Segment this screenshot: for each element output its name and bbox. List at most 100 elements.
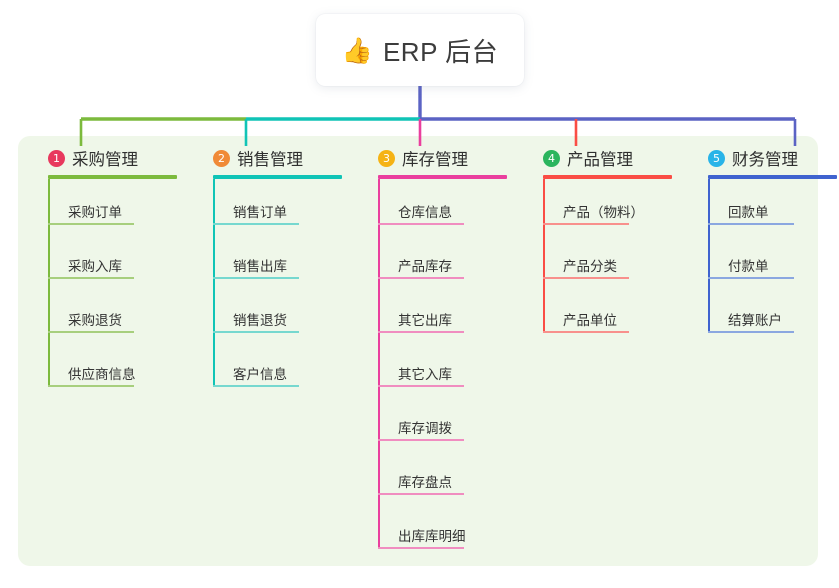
list-item[interactable]: 客户信息 <box>213 341 357 395</box>
list-item-label: 供应商信息 <box>68 366 136 382</box>
column-spine-line <box>378 178 380 549</box>
list-item[interactable]: 结算账户 <box>708 287 839 341</box>
list-item[interactable]: 其它出库 <box>378 287 522 341</box>
list-item-underline <box>213 222 299 225</box>
list-item-label: 回款单 <box>728 204 769 220</box>
column-title: 库存管理 <box>402 151 468 169</box>
column-header-underline <box>48 175 177 179</box>
column-spine-line <box>708 178 710 333</box>
root-node-card[interactable]: 👍 ERP 后台 <box>316 14 524 86</box>
column-header-underline <box>543 175 672 179</box>
list-item-underline <box>708 330 794 333</box>
column-header-1[interactable]: 1 采购管理 <box>32 146 192 170</box>
list-item-underline <box>213 384 299 387</box>
list-item-label: 结算账户 <box>728 312 782 328</box>
list-item[interactable]: 库存调拨 <box>378 395 522 449</box>
list-item[interactable]: 仓库信息 <box>378 179 522 233</box>
column-number-badge: 1 <box>48 149 65 167</box>
list-item[interactable]: 库存盘点 <box>378 449 522 503</box>
column-header-underline <box>213 175 342 179</box>
list-item[interactable]: 采购订单 <box>48 179 192 233</box>
list-item-label: 库存盘点 <box>398 474 452 490</box>
list-item-underline <box>378 276 464 279</box>
column-1: 1 采购管理采购订单采购入库采购退货供应商信息 <box>32 146 192 395</box>
column-title: 采购管理 <box>72 151 138 169</box>
list-item[interactable]: 销售退货 <box>213 287 357 341</box>
list-item-label: 产品（物料） <box>563 204 644 220</box>
list-item-label: 采购入库 <box>68 258 122 274</box>
list-item-underline <box>378 492 464 495</box>
list-item-underline <box>378 330 464 333</box>
list-item[interactable]: 出库库明细 <box>378 503 522 557</box>
list-item-label: 客户信息 <box>233 366 287 382</box>
column-header-underline <box>708 175 837 179</box>
list-item-underline <box>48 276 134 279</box>
column-number-badge: 3 <box>378 149 395 167</box>
list-item-label: 产品分类 <box>563 258 617 274</box>
column-title: 销售管理 <box>237 151 303 169</box>
root-node-title: ERP 后台 <box>382 36 499 67</box>
list-item[interactable]: 产品分类 <box>543 233 687 287</box>
list-item[interactable]: 供应商信息 <box>48 341 192 395</box>
list-item-label: 销售退货 <box>233 312 287 328</box>
column-header-5[interactable]: 5 财务管理 <box>692 146 839 170</box>
list-item-underline <box>213 330 299 333</box>
list-item-underline <box>378 222 464 225</box>
root-node-content: 👍 ERP 后台 <box>342 32 498 69</box>
list-item-underline <box>48 222 134 225</box>
list-item-label: 采购退货 <box>68 312 122 328</box>
list-item-underline <box>543 276 629 279</box>
column-5: 5 财务管理回款单付款单结算账户 <box>692 146 839 341</box>
column-number-badge: 2 <box>213 149 230 167</box>
list-item[interactable]: 销售订单 <box>213 179 357 233</box>
list-item-underline <box>543 330 629 333</box>
list-item-underline <box>213 276 299 279</box>
list-item-underline <box>48 384 134 387</box>
column-header-3[interactable]: 3 库存管理 <box>362 146 522 170</box>
column-items-list: 产品（物料） 产品分类产品单位 <box>543 178 687 341</box>
list-item-underline <box>378 438 464 441</box>
list-item-label: 销售出库 <box>233 258 287 274</box>
list-item[interactable]: 采购入库 <box>48 233 192 287</box>
column-header-2[interactable]: 2 销售管理 <box>197 146 357 170</box>
list-item-underline <box>543 222 629 225</box>
column-spine-line <box>48 178 50 387</box>
list-item[interactable]: 付款单 <box>708 233 839 287</box>
list-item-label: 其它出库 <box>398 312 452 328</box>
list-item-label: 库存调拨 <box>398 420 452 436</box>
list-item-label: 出库库明细 <box>398 528 466 544</box>
list-item[interactable]: 产品库存 <box>378 233 522 287</box>
column-number-badge: 5 <box>708 149 725 167</box>
column-title: 财务管理 <box>732 151 798 169</box>
column-spine-line <box>543 178 545 333</box>
column-2: 2 销售管理销售订单销售出库销售退货客户信息 <box>197 146 357 395</box>
column-items-list: 回款单付款单结算账户 <box>708 178 839 341</box>
list-item-label: 销售订单 <box>233 204 287 220</box>
list-item[interactable]: 销售出库 <box>213 233 357 287</box>
list-item-underline <box>48 330 134 333</box>
column-3: 3 库存管理仓库信息产品库存其它出库其它入库库存调拨库存盘点出库库明细 <box>362 146 522 557</box>
list-item-underline <box>708 222 794 225</box>
list-item-label: 仓库信息 <box>398 204 452 220</box>
column-items-list: 采购订单采购入库采购退货供应商信息 <box>48 178 192 395</box>
column-items-list: 仓库信息产品库存其它出库其它入库库存调拨库存盘点出库库明细 <box>378 178 522 557</box>
column-title: 产品管理 <box>567 151 633 169</box>
column-number-badge: 4 <box>543 149 560 167</box>
column-items-list: 销售订单销售出库销售退货客户信息 <box>213 178 357 395</box>
list-item[interactable]: 其它入库 <box>378 341 522 395</box>
column-4: 4 产品管理产品（物料） 产品分类产品单位 <box>527 146 687 341</box>
list-item-underline <box>378 546 464 549</box>
list-item-underline <box>708 276 794 279</box>
column-header-4[interactable]: 4 产品管理 <box>527 146 687 170</box>
list-item[interactable]: 产品（物料） <box>543 179 687 233</box>
list-item-label: 其它入库 <box>398 366 452 382</box>
thumbs-up-icon: 👍 <box>341 35 373 65</box>
list-item-underline <box>378 384 464 387</box>
list-item-label: 产品库存 <box>398 258 452 274</box>
list-item[interactable]: 采购退货 <box>48 287 192 341</box>
list-item[interactable]: 产品单位 <box>543 287 687 341</box>
column-spine-line <box>213 178 215 387</box>
column-header-underline <box>378 175 507 179</box>
list-item[interactable]: 回款单 <box>708 179 839 233</box>
list-item-label: 采购订单 <box>68 204 122 220</box>
